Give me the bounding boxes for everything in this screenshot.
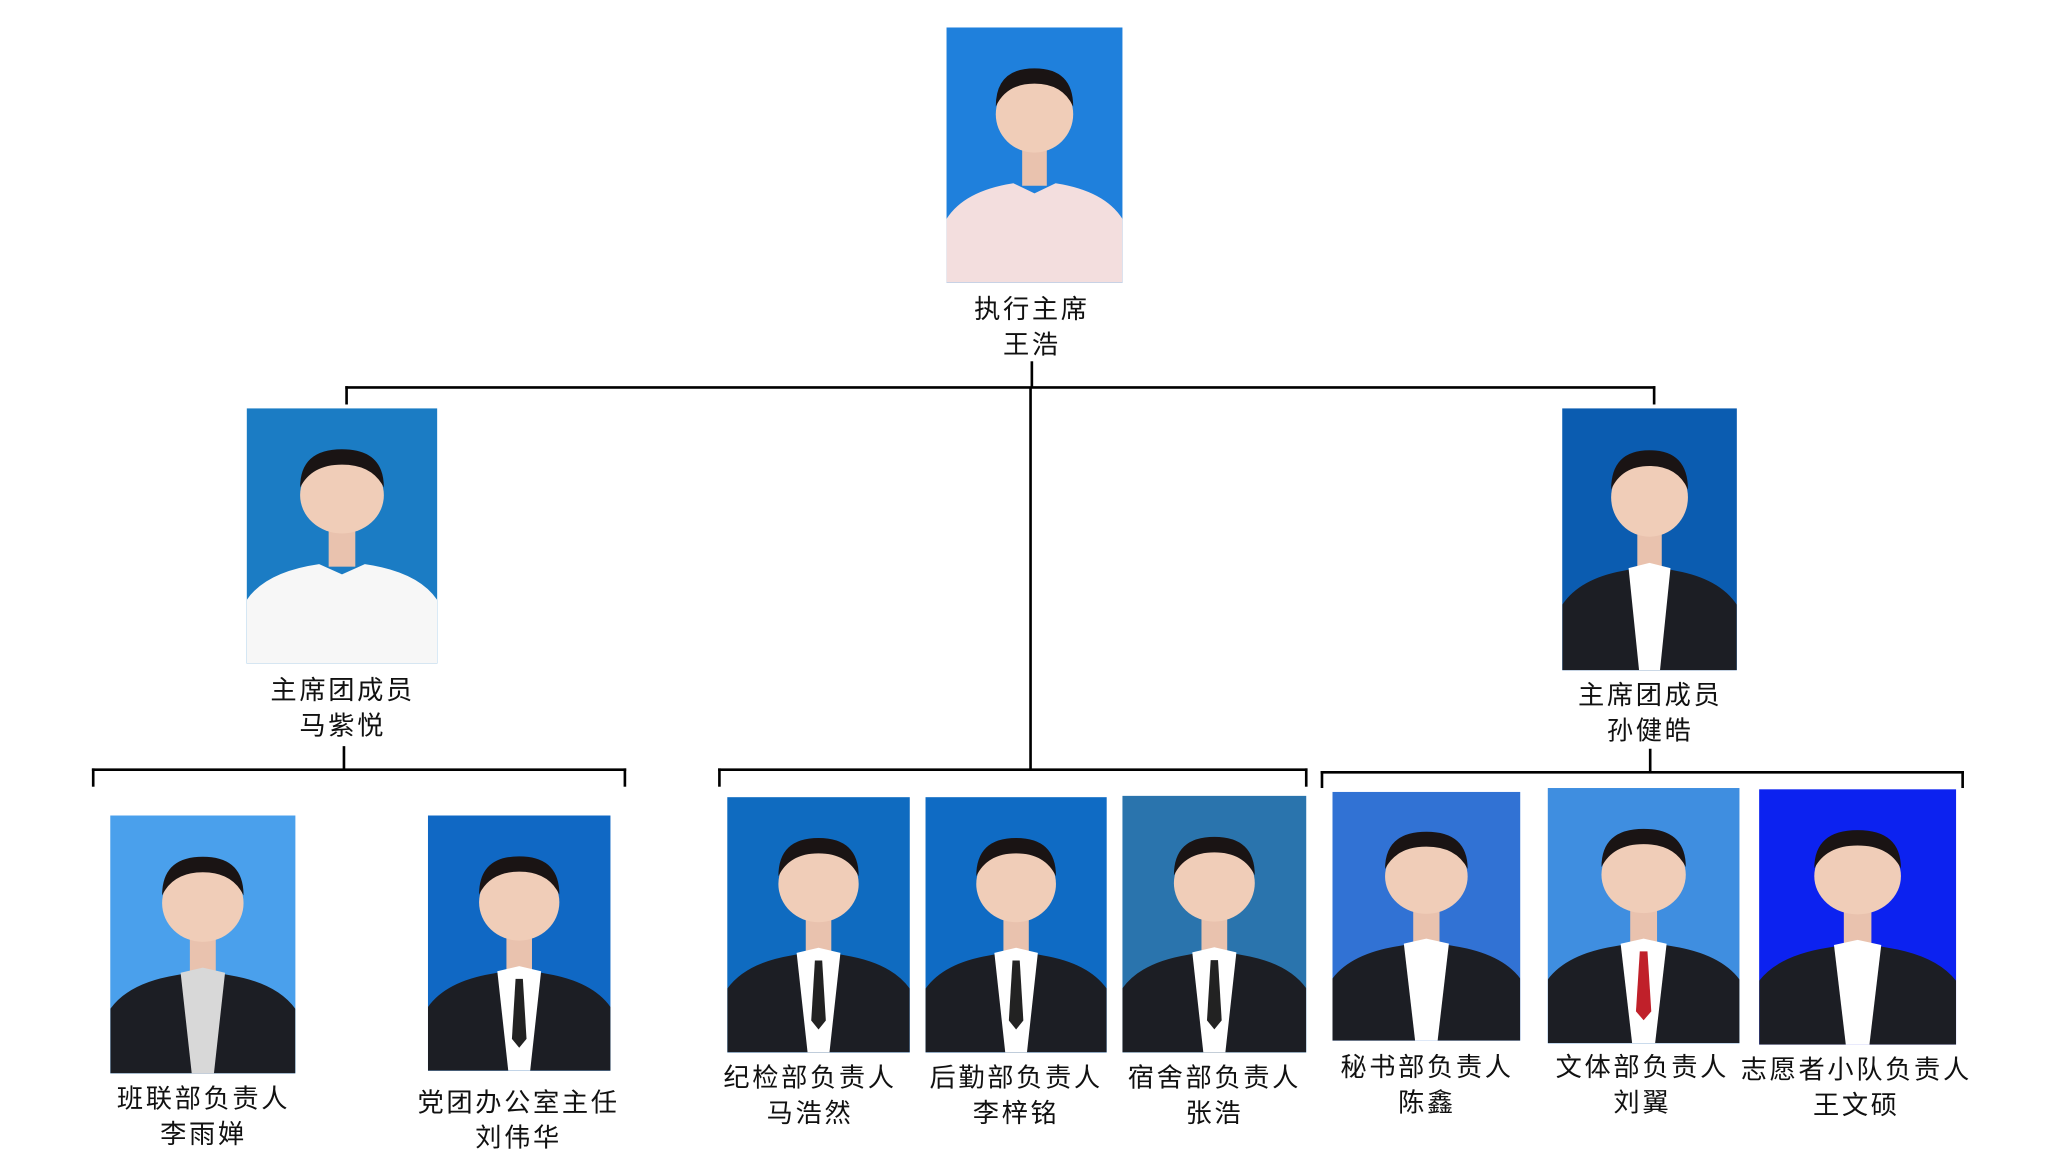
connector bbox=[623, 768, 627, 787]
member-name: 马紫悦 bbox=[299, 709, 386, 741]
person-silhouette-icon bbox=[1759, 830, 1957, 1045]
member-label-class-union: 班联部负责人李雨婵 bbox=[46, 1081, 361, 1152]
member-label-presidium-2: 主席团成员孙健皓 bbox=[1493, 678, 1808, 749]
person-silhouette-icon bbox=[1332, 831, 1521, 1041]
connector bbox=[718, 768, 721, 787]
connector bbox=[345, 386, 1656, 389]
member-role: 文体部负责人 bbox=[1555, 1051, 1729, 1083]
member-label-culture-sports: 文体部负责人刘翼 bbox=[1485, 1050, 1800, 1121]
person-silhouette-icon bbox=[427, 856, 611, 1071]
member-name: 李雨婵 bbox=[160, 1117, 247, 1150]
portrait-photo-chair bbox=[946, 27, 1123, 283]
member-label-dormitory: 宿舍部负责人张浩 bbox=[1057, 1060, 1372, 1131]
member-name: 张浩 bbox=[1185, 1096, 1244, 1129]
connector bbox=[342, 746, 346, 770]
connector bbox=[1304, 768, 1308, 787]
member-role: 执行主席 bbox=[974, 293, 1090, 325]
member-label-discipline: 纪检部负责人马浩然 bbox=[652, 1060, 967, 1131]
connector bbox=[1320, 771, 1964, 774]
member-label-party-office: 党团办公室主任刘伟华 bbox=[361, 1085, 676, 1156]
connector bbox=[91, 768, 627, 772]
member-label-logistics: 后勤部负责人李梓铭 bbox=[859, 1060, 1174, 1131]
member-name: 孙健皓 bbox=[1606, 714, 1694, 747]
person-silhouette-icon bbox=[946, 68, 1123, 283]
portrait-photo-secretariat bbox=[1332, 791, 1521, 1041]
member-role: 党团办公室主任 bbox=[417, 1086, 620, 1118]
member-name: 李梓铭 bbox=[972, 1096, 1060, 1129]
portrait-photo-presidium-2 bbox=[1562, 408, 1737, 671]
connector bbox=[345, 386, 348, 405]
person-silhouette-icon bbox=[110, 856, 296, 1074]
portrait-photo-class-union bbox=[110, 815, 296, 1074]
person-silhouette-icon bbox=[727, 838, 910, 1053]
member-name: 陈鑫 bbox=[1398, 1086, 1456, 1118]
portrait-photo-culture-sports bbox=[1547, 788, 1740, 1044]
member-name: 刘翼 bbox=[1613, 1086, 1672, 1118]
member-role: 主席团成员 bbox=[270, 674, 415, 706]
member-name: 刘伟华 bbox=[475, 1121, 562, 1154]
portrait-photo-dormitory bbox=[1122, 795, 1307, 1053]
member-label-volunteer: 志愿者小队负责人王文硕 bbox=[1699, 1052, 2014, 1123]
portrait-photo-party-office bbox=[427, 815, 611, 1071]
member-role: 宿舍部负责人 bbox=[1127, 1061, 1301, 1094]
member-name: 马浩然 bbox=[766, 1096, 854, 1129]
person-silhouette-icon bbox=[925, 838, 1107, 1053]
member-role: 班联部负责人 bbox=[116, 1082, 291, 1114]
member-role: 后勤部负责人 bbox=[929, 1061, 1103, 1094]
member-role: 纪检部负责人 bbox=[723, 1061, 897, 1094]
person-silhouette-icon bbox=[1122, 836, 1307, 1053]
connector bbox=[91, 768, 95, 787]
member-name: 王浩 bbox=[1002, 328, 1061, 360]
member-role: 主席团成员 bbox=[1577, 679, 1723, 711]
connector bbox=[1029, 387, 1032, 770]
connector bbox=[1652, 386, 1656, 405]
member-label-secretariat: 秘书部负责人陈鑫 bbox=[1269, 1050, 1584, 1121]
connector bbox=[1648, 748, 1652, 773]
portrait-photo-logistics bbox=[925, 797, 1107, 1053]
connector bbox=[718, 768, 1308, 772]
portrait-photo-volunteer bbox=[1759, 789, 1957, 1045]
member-name: 王文硕 bbox=[1812, 1089, 1900, 1121]
portrait-photo-discipline bbox=[727, 797, 910, 1053]
person-silhouette-icon bbox=[1547, 828, 1740, 1044]
member-role: 志愿者小队负责人 bbox=[1740, 1053, 1972, 1086]
portrait-photo-presidium-1 bbox=[246, 408, 438, 664]
member-label-chair: 执行主席王浩 bbox=[874, 292, 1189, 363]
connector bbox=[1961, 771, 1964, 789]
connector bbox=[1030, 361, 1034, 388]
person-silhouette-icon bbox=[1562, 450, 1737, 671]
member-label-presidium-1: 主席团成员马紫悦 bbox=[185, 673, 500, 744]
connector bbox=[1320, 771, 1324, 789]
member-role: 秘书部负责人 bbox=[1340, 1051, 1514, 1083]
person-silhouette-icon bbox=[246, 449, 438, 664]
